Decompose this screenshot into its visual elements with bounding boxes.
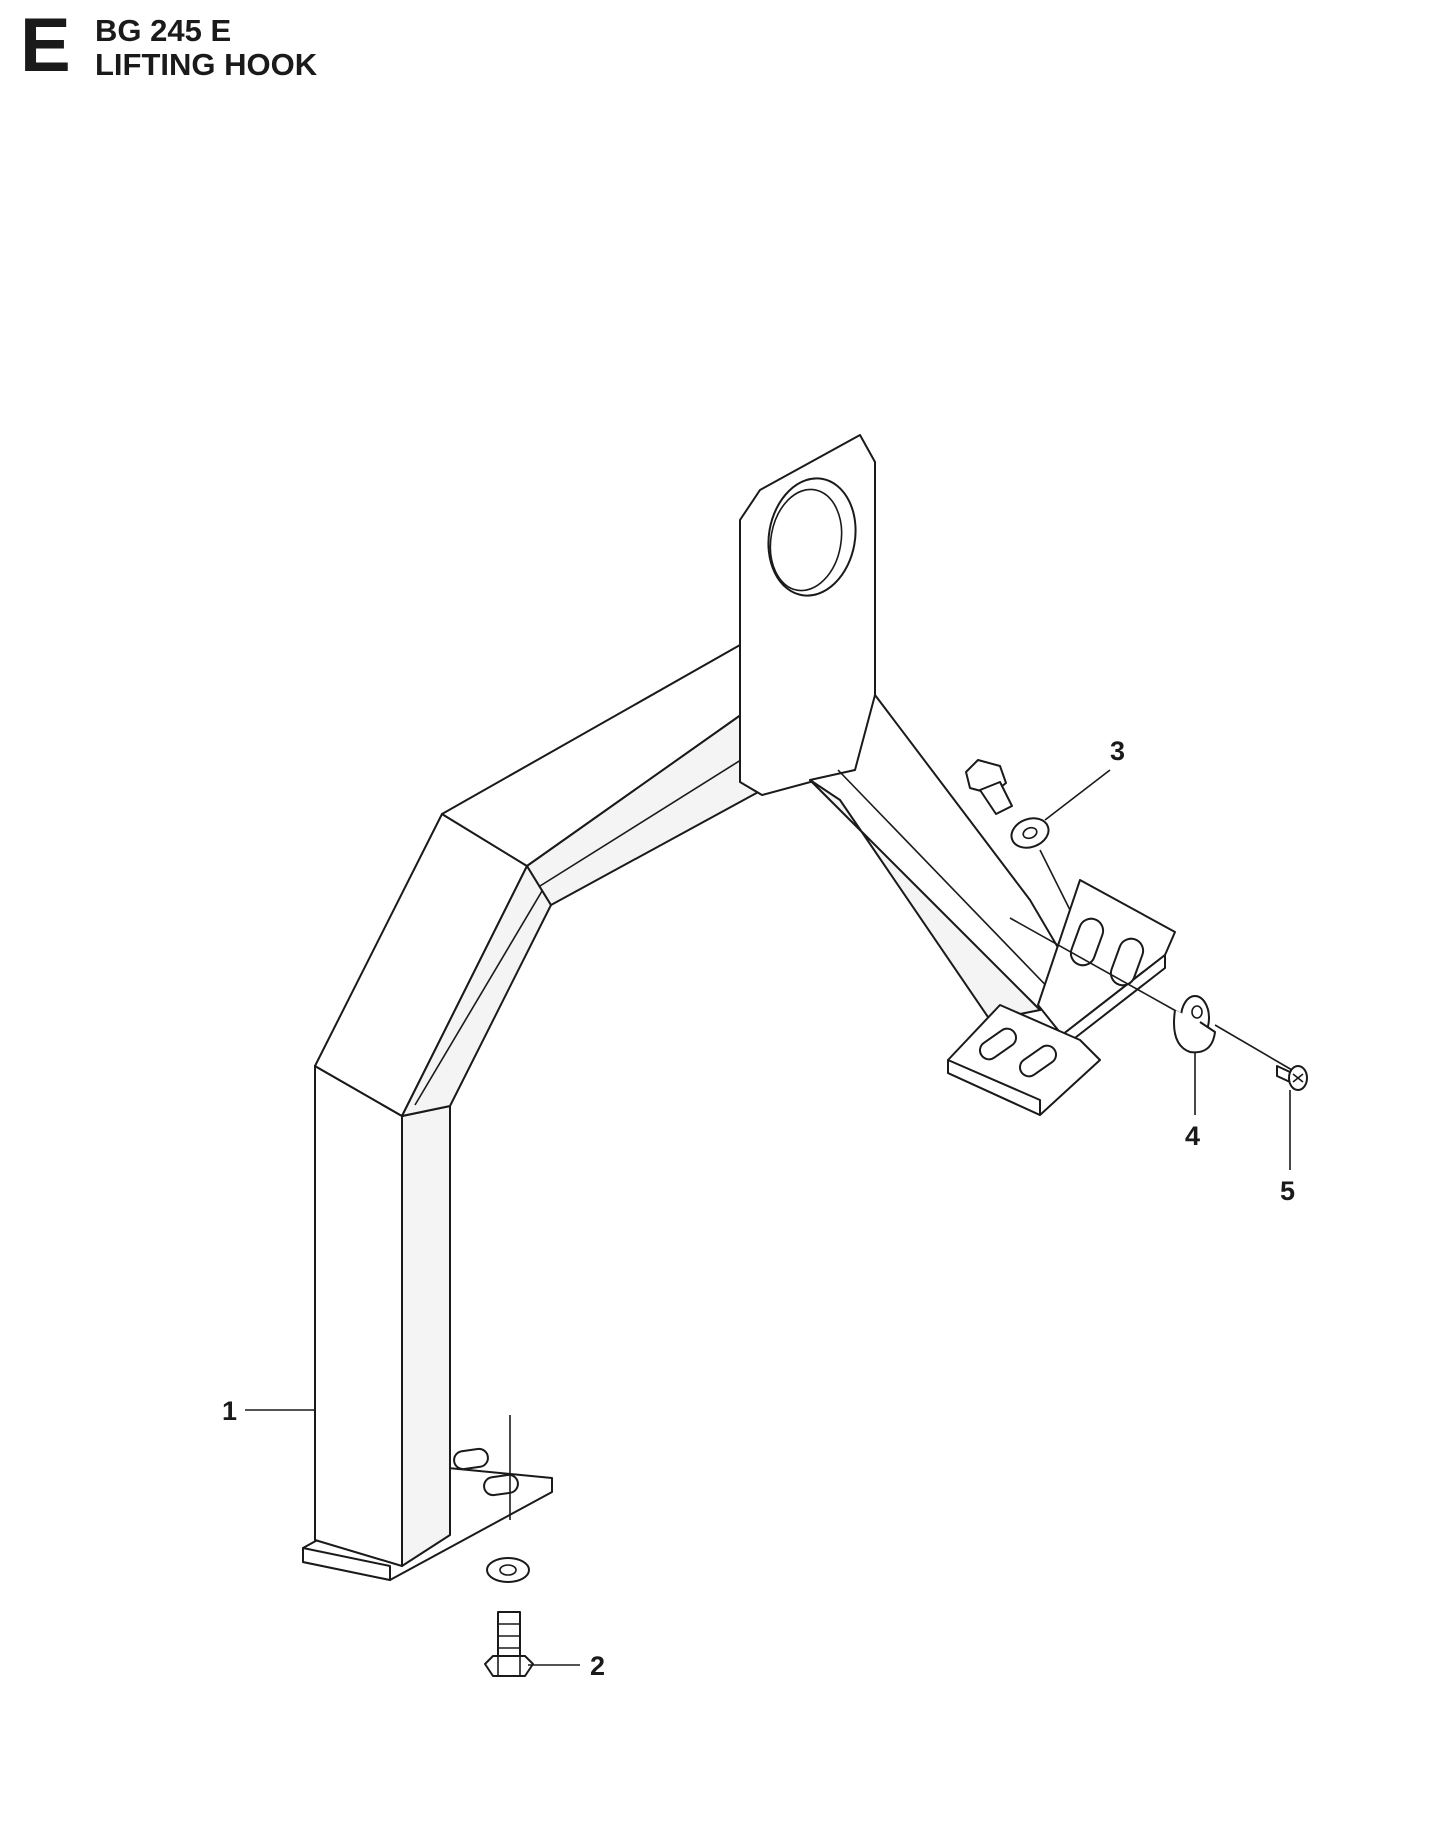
right-lower-foot-plate <box>947 1004 1101 1116</box>
lifting-eye-plate <box>739 434 876 796</box>
bottom-bolt-assembly <box>484 1415 534 1677</box>
right-arm <box>809 694 1081 1021</box>
hose-clamp <box>1009 917 1216 1054</box>
section-letter: E <box>20 3 71 88</box>
callout-3-leader <box>1044 769 1111 821</box>
vertical-leg <box>314 1056 451 1567</box>
upper-bolt-assembly <box>965 759 1071 911</box>
lifting-hook-frame <box>302 434 1176 1581</box>
callout-3-label: 3 <box>1110 736 1125 766</box>
right-upper-foot-plate <box>1037 879 1176 1049</box>
title-block: BG 245 E LIFTING HOOK <box>95 14 317 82</box>
callout-2-label: 2 <box>590 1651 605 1681</box>
callout-4-label: 4 <box>1185 1121 1200 1151</box>
diagram-title: LIFTING HOOK <box>95 47 318 82</box>
model-name: BG 245 E <box>95 13 232 48</box>
screw <box>1214 1024 1308 1091</box>
callout-5-label: 5 <box>1280 1176 1295 1206</box>
callout-1-label: 1 <box>222 1396 237 1426</box>
